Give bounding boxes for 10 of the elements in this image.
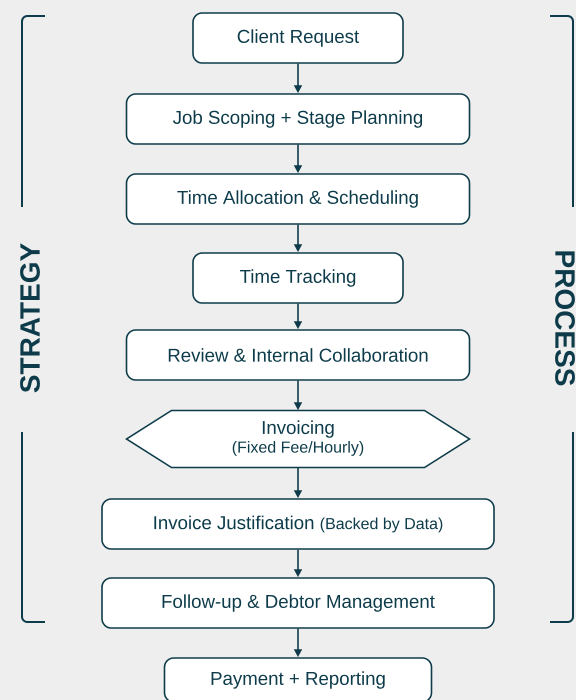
process-box: Time Tracking (192, 252, 404, 304)
process-box: Follow-up & Debtor Management (101, 577, 495, 629)
process-box: Payment + Reporting (164, 657, 432, 700)
process-box: Job Scoping + Stage Planning (126, 93, 470, 145)
process-box: Review & Internal Collaboration (126, 329, 470, 381)
process-box: Invoice Justification (Backed by Data) (101, 498, 495, 550)
process-box: Time Allocation & Scheduling (126, 173, 470, 225)
side-label: PROCESS (555, 251, 575, 386)
process-box: Client Request (192, 12, 404, 64)
side-label: STRATEGY (20, 243, 40, 392)
